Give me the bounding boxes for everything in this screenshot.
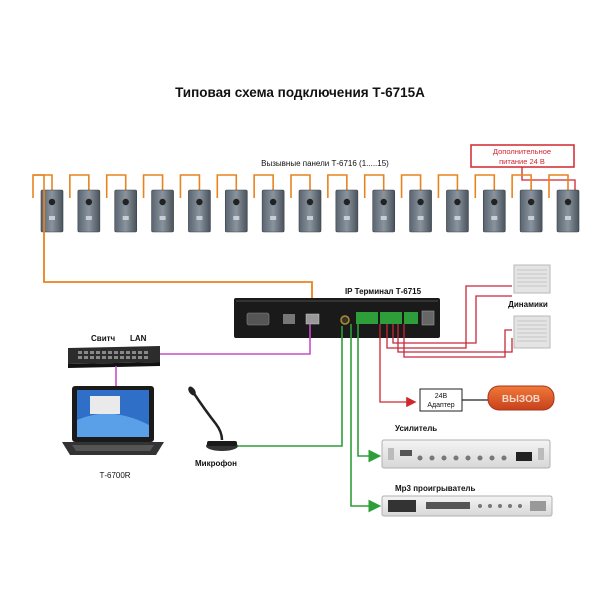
panel-call-button [343,216,350,220]
call-panel [482,189,506,233]
panel-link-wire [511,174,532,198]
panels-label: Вызывные панели Т-6716 (1.....15) [261,159,389,168]
panel-link-wire [327,174,348,198]
call-panel [519,189,543,233]
call-panel [114,189,138,233]
mp3-wire [350,324,382,513]
speakers-label: Динамики [508,300,548,309]
panel-speaker-grille [564,198,572,206]
amplifier-wire [357,324,382,463]
panel-link-wire [216,174,238,198]
panel-link-wire [548,174,569,198]
panel-speaker-grille [233,198,240,206]
computer-label: Т-6700R [99,471,130,480]
microphone-wire [238,326,343,447]
terminal-label: IP Терминал Т-6715 [345,287,422,296]
panel-speaker-grille [417,198,424,206]
panel-call-button [159,216,166,220]
panel-link-wire [437,174,459,198]
panel-speaker-grille [85,198,93,206]
panel-speaker-grille [122,198,129,206]
panel-link-wire [69,174,90,198]
panel-call-button [233,216,240,220]
speaker-wire-4 [403,324,512,358]
panel-link-wire [179,174,201,198]
panel-speaker-grille [491,198,498,206]
lan-wire-terminal [160,324,311,355]
call-panel [40,189,64,233]
call-panel [298,189,322,233]
panel-speaker-grille [343,198,351,206]
diagram-title: Типовая схема подключения Т-6715А [175,85,425,100]
panel-link-wire [142,174,164,198]
switch-label: Свитч [91,334,116,343]
call-panel [261,189,285,233]
call-panel-chain [32,174,580,233]
panel-speaker-grille [454,198,461,206]
panel-call-button [565,216,571,220]
panel-link-wire [474,174,496,198]
call-panel [151,189,174,233]
lan-label: LAN [130,334,147,343]
adapter-label-line1: 24В [435,393,448,400]
panel-link-wire [400,174,422,198]
panel-speaker-grille [306,198,314,206]
panel-call-button [417,216,424,220]
call-panel [335,189,359,233]
alarm-wire [379,324,417,408]
panel-call-button [380,216,387,220]
extra-power-label-line2: питание 24 В [499,157,545,166]
extra-power-label-line1: Дополнительное [493,147,551,156]
panel-call-button [85,216,92,220]
laptop-computer [62,386,164,455]
mp3-player-device [381,495,553,517]
network-switch [68,346,160,368]
panel-call-button [307,216,313,220]
panel-call-button [122,216,129,220]
panel-call-button [196,216,203,220]
panel-speaker-grille [269,198,277,206]
microphone-device [188,386,238,451]
panel-call-button [49,216,55,220]
panel-link-wire [105,174,127,198]
panel-call-button [454,216,461,220]
panel-speaker-grille [48,198,56,206]
speaker-wire-3 [397,324,513,353]
call-panel [224,189,248,233]
panel-link-wire [290,174,311,198]
panel-bus-wire [43,232,313,310]
call-panel [372,189,396,233]
call-panel [409,189,432,233]
amplifier-label: Усилитель [395,424,437,433]
speaker-wire-1 [386,285,512,349]
adapter-label-line2: Адаптер [427,402,454,409]
microphone-label: Микрофон [195,459,237,468]
call-panel [77,189,101,233]
call-panel [556,189,580,233]
amplifier-device [381,439,551,469]
speaker-1 [513,264,551,294]
call-sign-text: ВЫЗОВ [502,394,540,405]
panel-call-button [491,216,498,220]
panel-speaker-grille [527,198,535,206]
call-sign-lamp [487,385,555,411]
panel-link-wire [363,174,385,198]
panel-speaker-grille [380,198,387,206]
speaker-2 [513,315,551,349]
mp3-label: Mp3 проигрыватель [395,484,476,493]
ip-terminal-device [234,298,440,338]
panel-speaker-grille [196,198,203,206]
call-panel [188,189,211,233]
panel-call-button [528,216,535,220]
panel-link-wire [253,174,274,198]
panel-speaker-grille [159,198,166,206]
panel-chain-lead [33,174,45,232]
speaker-wire-2 [392,295,512,344]
call-panel [446,189,469,233]
panel-call-button [270,216,277,220]
